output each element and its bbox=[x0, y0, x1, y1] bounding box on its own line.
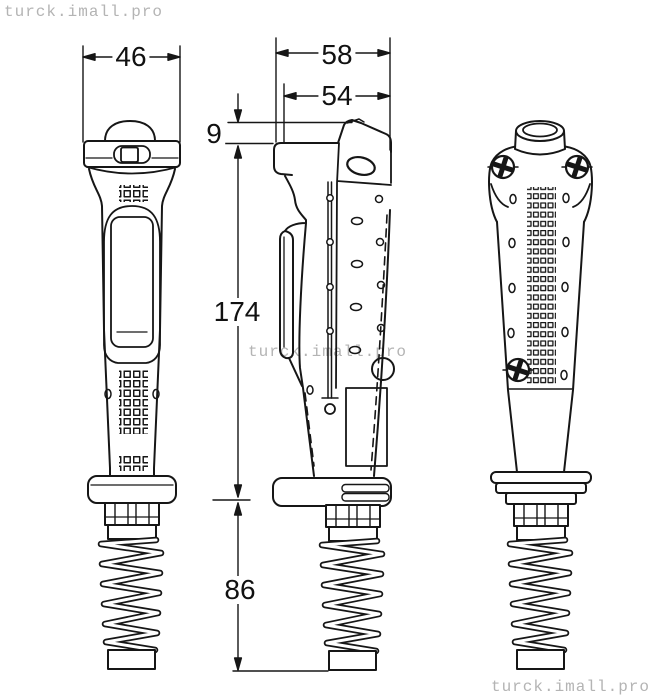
trigger-window-outer bbox=[103, 205, 161, 364]
flange-band bbox=[495, 482, 587, 494]
strain-relief-spring bbox=[101, 540, 161, 669]
cable-gland bbox=[513, 503, 569, 541]
strain-relief-spring bbox=[510, 540, 570, 669]
watermark-center: turck.imall.pro bbox=[248, 343, 408, 361]
dome-top bbox=[104, 120, 156, 142]
back-edge bbox=[373, 209, 391, 477]
body-outline bbox=[496, 221, 585, 473]
cable-gland bbox=[104, 502, 160, 540]
label-panel bbox=[345, 387, 388, 467]
dimension-lines bbox=[82, 37, 391, 672]
knurl-top bbox=[119, 185, 148, 202]
back-view bbox=[488, 120, 592, 669]
dimension-label-strain-relief-height: 86 bbox=[221, 576, 259, 604]
flange-band bbox=[505, 492, 577, 505]
flange-band bbox=[490, 471, 592, 484]
watermark-bottom-right: turck.imall.pro bbox=[490, 678, 650, 696]
watermark-top-left: turck.imall.pro bbox=[4, 3, 164, 21]
front-edge bbox=[284, 175, 307, 232]
head-left-cap bbox=[273, 142, 293, 176]
dim-front-width bbox=[82, 45, 181, 143]
knurl-bottom bbox=[119, 454, 148, 471]
knurl-middle bbox=[119, 370, 148, 434]
collar-curve bbox=[86, 166, 178, 175]
phillips-screw-icon bbox=[488, 155, 518, 179]
dome-side bbox=[337, 119, 392, 153]
dimension-label-side-body-width: 54 bbox=[318, 82, 356, 110]
vent-holes bbox=[306, 194, 386, 395]
trigger-lever bbox=[279, 230, 294, 360]
dim-side-overall-width bbox=[275, 37, 391, 151]
dimension-label-top-button-height: 9 bbox=[203, 120, 225, 148]
side-hole bbox=[104, 388, 112, 400]
top-button-hole bbox=[346, 155, 376, 177]
switch-slot bbox=[113, 145, 151, 164]
trigger-window-inner bbox=[110, 216, 154, 348]
actuator-rod bbox=[321, 181, 339, 415]
side-view bbox=[272, 118, 395, 670]
strain-relief-spring bbox=[322, 541, 382, 670]
head-bottom bbox=[335, 142, 392, 389]
front-view bbox=[83, 120, 181, 669]
cable-gland bbox=[325, 504, 381, 542]
knurl-back bbox=[527, 187, 556, 385]
flange bbox=[87, 475, 177, 504]
dimension-label-body-height: 174 bbox=[210, 298, 264, 326]
vent-holes bbox=[507, 192, 570, 381]
dimension-label-side-overall-width: 58 bbox=[318, 41, 356, 69]
side-hole bbox=[152, 388, 160, 400]
dimension-label-front-width: 46 bbox=[112, 43, 150, 71]
